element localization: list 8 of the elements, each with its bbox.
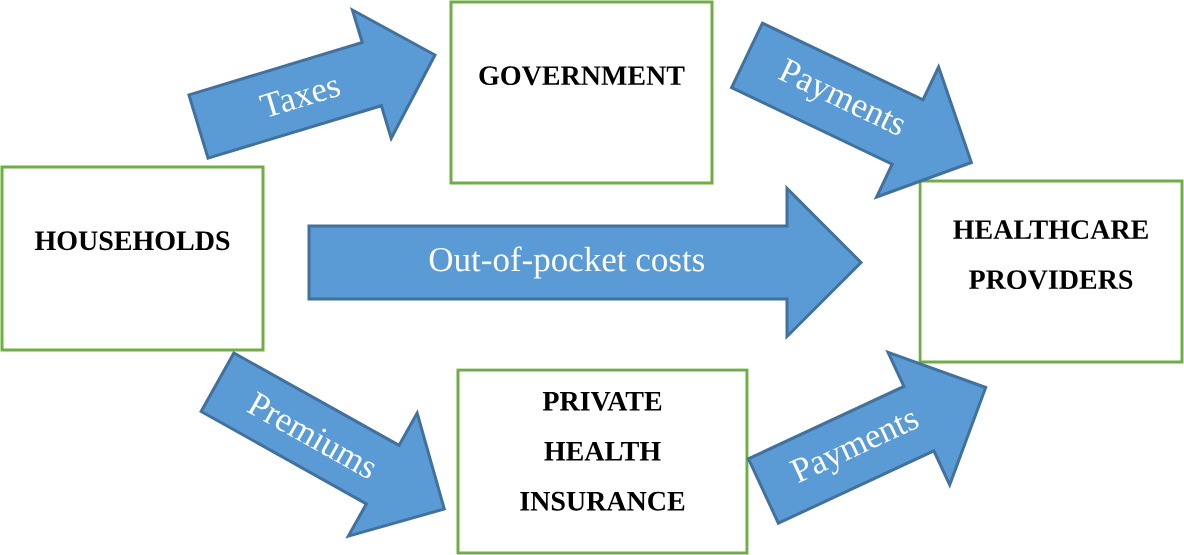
arrow-label: Taxes xyxy=(258,80,341,117)
entity-box: PRIVATE HEALTH INSURANCE xyxy=(456,368,749,555)
block-arrow xyxy=(307,184,864,341)
entity-box: HEALTHCARE PROVIDERS xyxy=(918,179,1184,364)
block-arrow xyxy=(187,6,437,160)
entity-box: GOVERNMENT xyxy=(449,0,714,185)
arrow-label: Out-of-pocket costs xyxy=(429,246,705,279)
entity-box: HOUSEHOLDS xyxy=(0,165,265,352)
